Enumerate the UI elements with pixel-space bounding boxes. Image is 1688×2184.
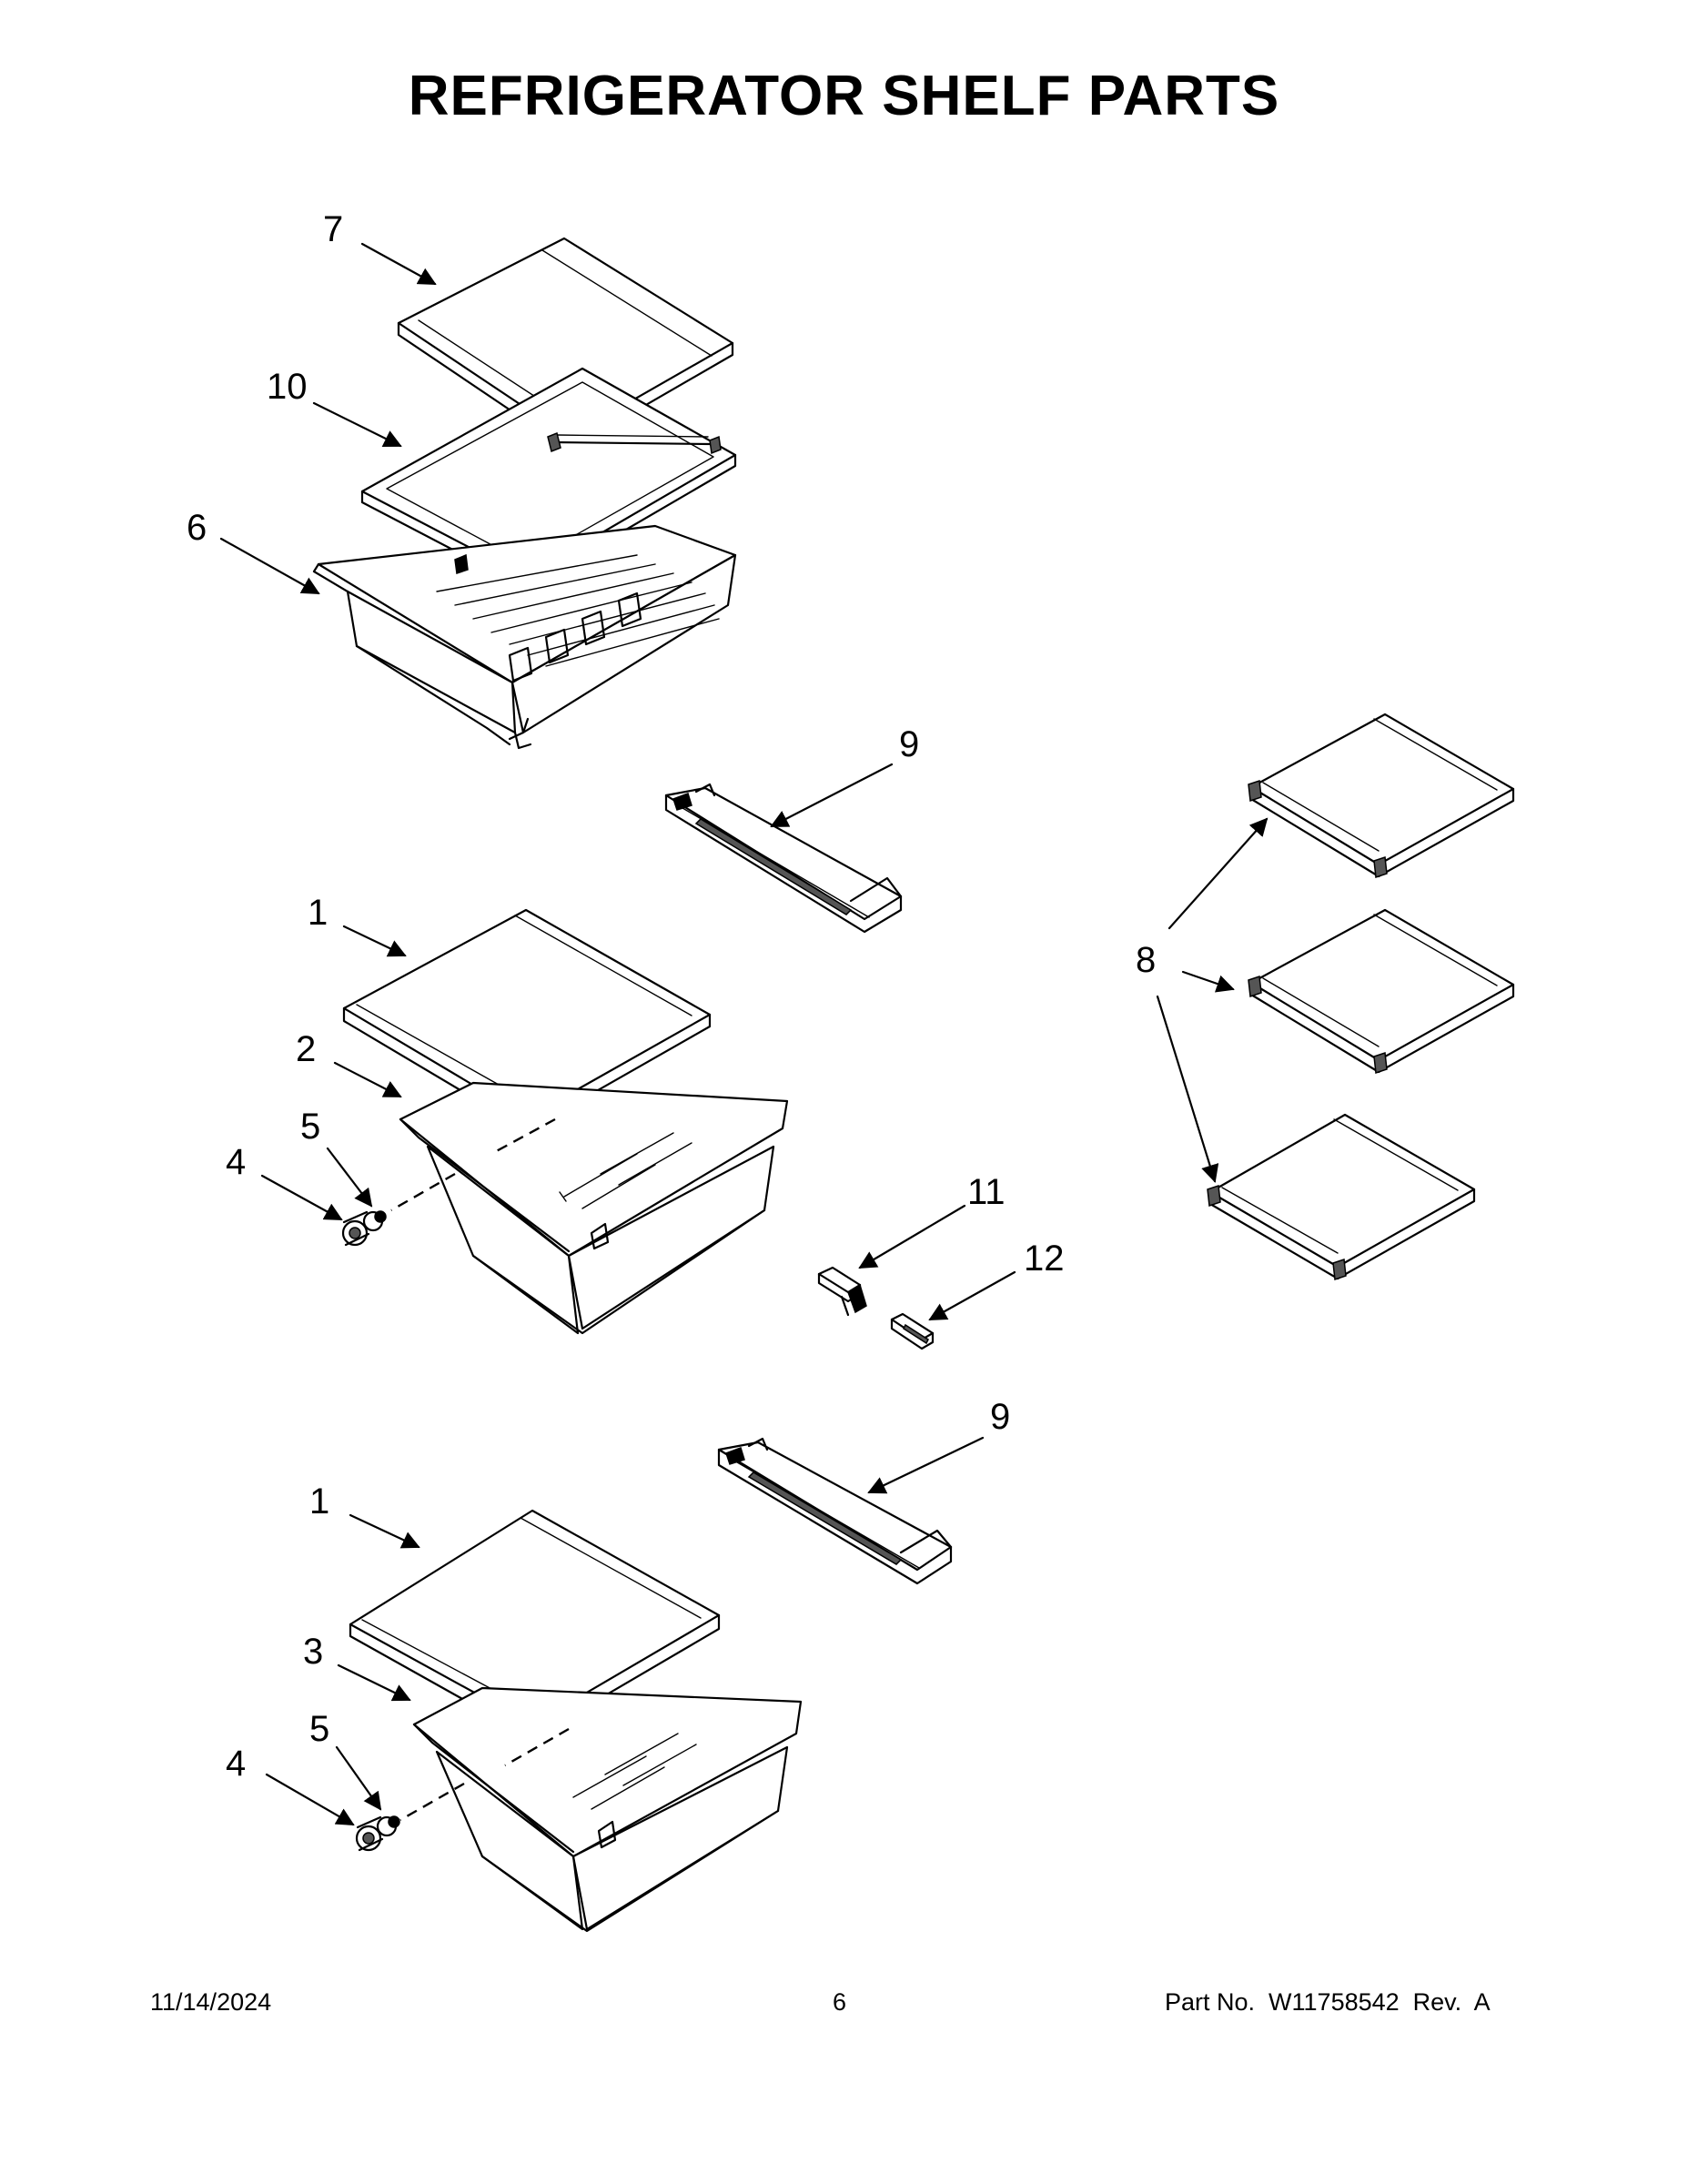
arrow-9-lower: [867, 1436, 985, 1494]
callout-6: 6: [187, 508, 207, 548]
callout-8: 8: [1136, 940, 1157, 980]
arrow-7: [360, 242, 437, 286]
part-9-upper-slide-rail: [664, 783, 903, 934]
callout-5-upper: 5: [300, 1107, 321, 1147]
part-3-lower-crisper-drawer: [399, 1686, 803, 1933]
arrow-11: [858, 1204, 966, 1269]
part-4-5-lower-roller: [355, 1815, 400, 1852]
arrow-9-upper: [770, 763, 894, 828]
footer-page-number: 6: [833, 1988, 847, 2016]
arrow-5-lower: [335, 1745, 382, 1811]
page-title: REFRIGERATOR SHELF PARTS: [408, 65, 1280, 127]
leader-arrows: [219, 242, 1269, 1826]
part-12-clip: [890, 1312, 935, 1350]
part-2-upper-crisper-drawer: [390, 1081, 789, 1335]
footer-date: 11/14/2024: [150, 1988, 272, 2016]
arrow-3: [337, 1663, 411, 1702]
callout-1-lower: 1: [309, 1481, 330, 1522]
callout-9-lower: 9: [990, 1397, 1011, 1437]
arrow-8-bottom: [1156, 995, 1219, 1183]
arrow-8-top: [1167, 817, 1269, 930]
callout-9-upper: 9: [899, 724, 920, 764]
arrow-1-lower: [349, 1513, 420, 1549]
part-4-5-upper-roller: [341, 1210, 387, 1247]
arrow-4-lower: [265, 1773, 355, 1826]
arrow-8-middle: [1181, 970, 1235, 993]
arrow-2: [333, 1061, 402, 1098]
arrow-6: [219, 537, 320, 595]
part-8-glass-shelf-middle: [1248, 908, 1515, 1075]
part-8-glass-shelf-top: [1248, 713, 1515, 879]
callout-11: 11: [967, 1172, 1006, 1212]
part-6-deli-drawer: [312, 524, 737, 750]
part-8-glass-shelf-bottom: [1207, 1113, 1476, 1281]
callout-12: 12: [1024, 1239, 1065, 1279]
callout-4-upper: 4: [226, 1142, 247, 1182]
part-11-clip: [817, 1266, 867, 1317]
callout-3: 3: [303, 1632, 324, 1672]
drawer-grid-ribs: [436, 554, 720, 682]
footer-part-number: Part No. W11758542 Rev. A: [1165, 1988, 1491, 2016]
arrow-5-upper: [326, 1147, 373, 1208]
arrow-1-upper: [342, 925, 407, 957]
callout-4-lower: 4: [226, 1744, 247, 1784]
callout-5-lower: 5: [309, 1709, 330, 1749]
part-9-lower-slide-rail: [717, 1437, 953, 1585]
callout-10: 10: [267, 367, 308, 407]
callout-2: 2: [296, 1029, 317, 1069]
callout-7: 7: [323, 209, 344, 249]
arrow-4-upper: [260, 1174, 343, 1221]
arrow-12: [928, 1270, 1016, 1321]
callout-1-upper: 1: [308, 893, 329, 933]
arrow-10: [312, 401, 402, 448]
